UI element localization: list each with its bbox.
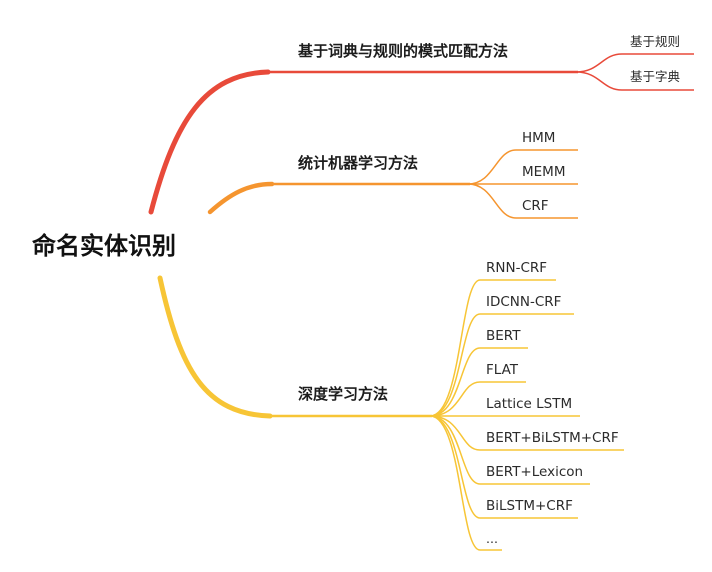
branch-2-leaf-3[interactable]: CRF xyxy=(522,198,549,214)
branch-2-group: 统计机器学习方法 HMM MEMM CRF xyxy=(207,130,578,219)
branch-3-label[interactable]: 深度学习方法 xyxy=(298,385,388,403)
branch-2-leaf-1[interactable]: HMM xyxy=(522,130,555,146)
branch-3-connector xyxy=(157,275,273,419)
branch-1-leaf-2[interactable]: 基于字典 xyxy=(630,69,680,84)
branch-2-leaf-2[interactable]: MEMM xyxy=(522,164,565,180)
branch-3-leaf-8[interactable]: BiLSTM+CRF xyxy=(486,498,573,514)
branch-2-leaf-3-connector xyxy=(467,183,578,219)
branch-1-label[interactable]: 基于词典与规则的模式匹配方法 xyxy=(297,42,508,60)
branch-1-connector xyxy=(148,69,271,215)
branch-3-leaf-3[interactable]: BERT xyxy=(486,328,521,344)
branch-3-leaf-9-connector xyxy=(429,415,502,551)
branch-3-leaf-7[interactable]: BERT+Lexicon xyxy=(486,464,583,480)
branch-3-leaf-5[interactable]: Lattice LSTM xyxy=(486,396,572,412)
branch-3-leaf-6-connector xyxy=(429,415,624,451)
branch-2-leaf-1-connector xyxy=(467,149,578,185)
branch-3-group: 深度学习方法 RNN-CRF IDCNN-CRF BERT FLAT Latti… xyxy=(157,260,624,551)
branch-3-leaf-1[interactable]: RNN-CRF xyxy=(486,260,547,276)
branch-3-leaf-2-connector xyxy=(429,313,574,417)
branch-3-leaf-7-connector xyxy=(429,415,590,485)
branch-1-leaf-1[interactable]: 基于规则 xyxy=(630,34,680,49)
branch-3-leaf-6[interactable]: BERT+BiLSTM+CRF xyxy=(486,430,619,446)
root-node-label[interactable]: 命名实体识别 xyxy=(32,232,176,260)
branch-3-leaf-3-connector xyxy=(429,347,528,417)
branch-1-leaf-1-connector xyxy=(575,53,694,73)
branch-2-connector xyxy=(207,181,275,215)
branch-1-leaf-2-connector xyxy=(575,71,694,91)
branch-3-leaf-9[interactable]: ... xyxy=(486,531,498,546)
branch-3-leaf-4[interactable]: FLAT xyxy=(486,362,519,378)
branch-3-leaf-1-connector xyxy=(429,279,556,417)
branch-3-leaf-4-connector xyxy=(429,381,526,417)
branch-1-group: 基于词典与规则的模式匹配方法 基于规则 基于字典 xyxy=(148,34,694,215)
branch-2-label[interactable]: 统计机器学习方法 xyxy=(298,154,418,172)
branch-3-leaf-2[interactable]: IDCNN-CRF xyxy=(486,294,561,310)
